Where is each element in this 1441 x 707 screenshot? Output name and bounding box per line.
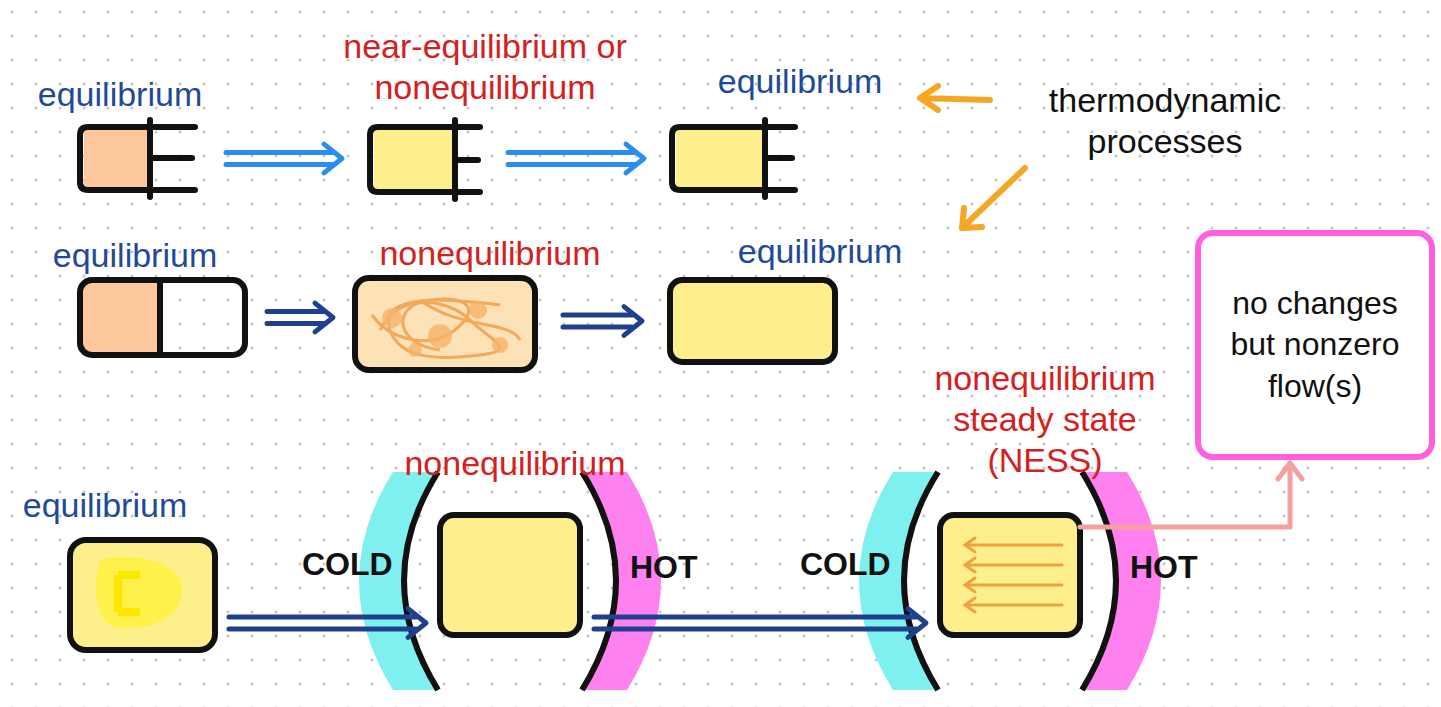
leader-arrow — [920, 86, 1025, 228]
process-arrow — [594, 609, 926, 638]
state-heading: equilibrium — [738, 231, 902, 272]
process-arrow — [1080, 463, 1302, 527]
state-box: equilibrium — [672, 127, 795, 190]
state-heading: nonequilibrium — [404, 443, 625, 484]
process-arrow — [508, 144, 644, 173]
state-box: equilibrium — [670, 280, 835, 362]
state-box: nonequilibrium — [355, 278, 535, 370]
state-box: nonequilibrium steady state (NESS) — [940, 515, 1080, 635]
state-heading: equilibrium — [23, 485, 187, 526]
note-text: no changes but nonzero flow(s) — [1215, 283, 1415, 408]
state-heading: nonequilibrium — [379, 233, 600, 274]
state-box: near-equilibrium or nonequilibrium — [370, 127, 480, 192]
state-heading: equilibrium — [53, 235, 217, 276]
reservoir-label: COLD — [800, 545, 891, 583]
state-box: equilibrium — [70, 540, 215, 650]
process-arrow — [563, 307, 642, 336]
state-heading: equilibrium — [718, 61, 882, 102]
state-heading: nonequilibrium steady state (NESS) — [910, 358, 1180, 480]
annotation: thermodynamic processes — [1010, 80, 1320, 162]
state-box: nonequilibrium — [440, 515, 580, 635]
reservoir-label: COLD — [302, 545, 393, 583]
process-arrow — [229, 609, 426, 638]
state-box: equilibrium — [80, 280, 245, 355]
reservoir-label: HOT — [1130, 548, 1198, 586]
state-box: equilibrium — [80, 127, 198, 190]
process-arrow — [226, 144, 342, 173]
reservoir-label: HOT — [630, 548, 698, 586]
state-heading: equilibrium — [38, 74, 202, 115]
process-arrow — [267, 303, 333, 332]
note-box: no changes but nonzero flow(s) — [1195, 230, 1435, 460]
state-heading: near-equilibrium or nonequilibrium — [285, 26, 685, 108]
